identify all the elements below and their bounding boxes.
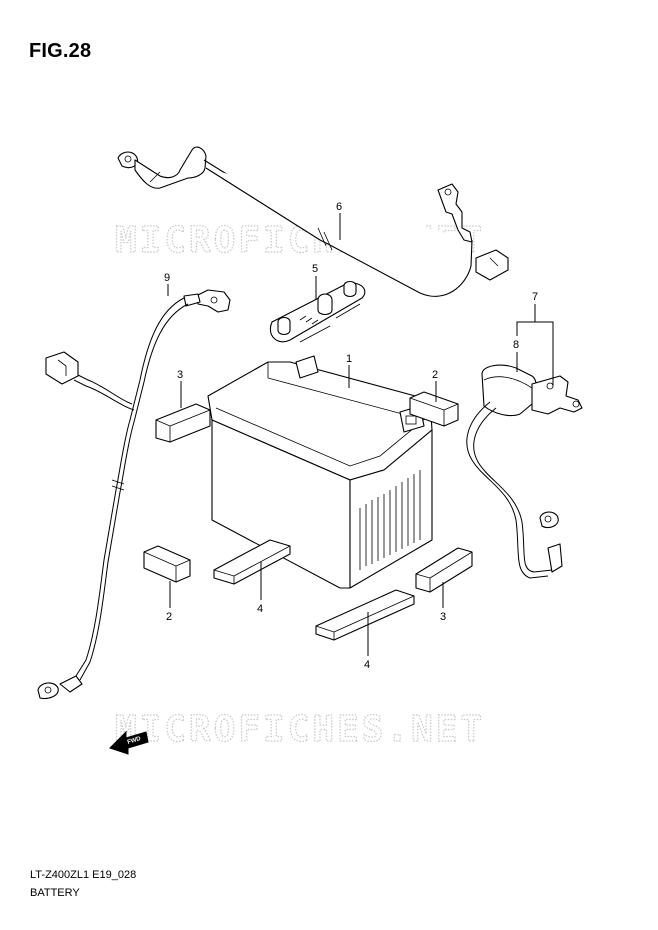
pad-4-bottom — [315, 589, 415, 641]
callout-1: 1 — [346, 353, 352, 365]
battery-holder-5 — [270, 280, 366, 343]
battery-1 — [207, 355, 433, 589]
callout-2-right: 2 — [432, 369, 438, 381]
callout-3-bottom: 3 — [440, 611, 446, 623]
pad-2-bottom — [143, 545, 191, 583]
cable-9 — [37, 289, 231, 700]
pad-3-bottom — [415, 547, 473, 593]
pad-4-left — [213, 539, 291, 585]
leader-lines — [167, 213, 554, 656]
figure-title: FIG.28 — [29, 40, 92, 62]
watermark-bottom: MICROFICHES.NET — [115, 709, 485, 750]
callout-7: 7 — [532, 291, 538, 303]
callout-4-left: 4 — [257, 603, 263, 615]
battery-cable-6 — [117, 146, 509, 297]
callout-labels: 1 2 2 3 3 4 4 5 6 7 8 9 — [164, 201, 538, 671]
fwd-label: FWD — [127, 736, 142, 746]
pad-2-right — [409, 391, 459, 427]
callout-3-left: 3 — [177, 369, 183, 381]
callout-4-bottom: 4 — [364, 659, 370, 671]
fwd-direction-arrow-icon: FWD — [109, 730, 149, 755]
figure-model-code: LT-Z400ZL1 E19_028 — [30, 869, 137, 881]
callout-2-bottom: 2 — [166, 611, 172, 623]
figure-caption: BATTERY — [30, 887, 80, 899]
callout-9: 9 — [164, 272, 170, 284]
cable-7-and-cover-8 — [466, 364, 583, 579]
callout-6: 6 — [336, 201, 342, 213]
callout-8: 8 — [513, 339, 519, 351]
callout-5: 5 — [312, 263, 318, 275]
pad-3-left — [155, 403, 211, 443]
